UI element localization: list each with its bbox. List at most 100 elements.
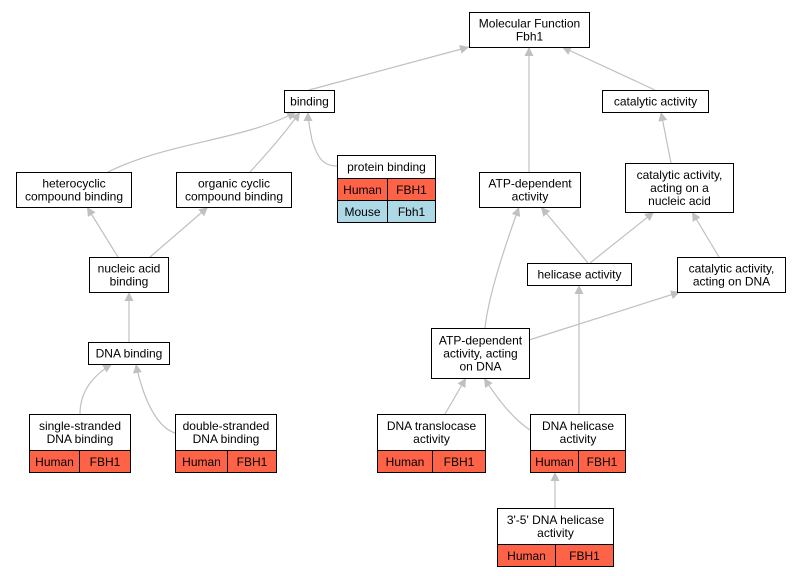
node-label-line: compound binding [25,190,123,204]
node-catalytic-activity-on-dna[interactable]: catalytic activity,acting on DNA [677,257,786,293]
node-label-line: DNA binding [47,432,114,446]
edge-binding-to-molecular-function [308,44,470,91]
node-label-line: heterocyclic [42,177,105,191]
node-catalytic-activity[interactable]: catalytic activity [602,90,709,113]
node-binding[interactable]: binding [284,90,335,113]
node-helicase-activity[interactable]: helicase activity [527,263,632,286]
node-box [89,257,169,293]
node-box [677,257,786,293]
edge-atp-dependent-activity-on-dna-to-atp-dependent-activity [484,206,521,329]
gene-cell [387,200,436,223]
node-box [431,328,530,379]
edge-catalytic-activity-on-nucleic-acid-to-catalytic-activity [658,111,672,164]
node-label-line: activity [537,526,574,540]
node-label-line: organic cyclic [198,177,270,191]
node-label-line: catalytic activity, [637,168,723,182]
node-label-line: compound binding [185,190,283,204]
edges-layer [79,44,720,508]
node-label-line: Molecular Function [479,17,580,31]
edge-nucleic-acid-binding-to-organic-cyclic-compound-binding [149,206,209,258]
species-label: Human [386,455,425,469]
node-box [16,172,132,208]
node-label-line: acting on DNA [693,275,770,289]
node-label-line: acting on a [650,181,709,195]
edge-dna-helicase-activity-to-atp-dependent-activity-on-dna [483,377,531,431]
node-label-line: single-stranded [39,419,121,433]
gene-cell [555,544,614,567]
node-label-line: activity, acting [443,347,517,361]
node-label-line: helicase activity [537,268,621,282]
node-label-line: ATP-dependent [488,177,572,191]
node-label-line: DNA translocase [387,419,477,433]
node-label-line: activity [413,432,450,446]
node-label-line: activity [512,190,549,204]
gene-label: FBH1 [90,455,121,469]
gene-cell [432,450,486,473]
gene-label: Fbh1 [398,205,426,219]
edge-catalytic-activity-to-molecular-function [561,46,656,91]
node-label-line: DNA helicase [542,419,614,433]
species-label: Human [343,183,382,197]
node-label-line: binding [290,95,329,109]
species-label: Mouse [344,205,380,219]
node-box [469,12,590,48]
node-box [602,90,709,113]
node-label-line: binding [110,275,149,289]
node-label-line: nucleic acid [98,262,161,276]
gene-cell [578,450,626,473]
gene-cell [227,450,277,473]
edge-nucleic-acid-binding-to-heterocyclic-compound-binding [86,206,119,258]
gene-cell [79,450,131,473]
gene-label: FBH1 [396,183,427,197]
node-label-line: on DNA [459,360,501,374]
node-label-line: activity [560,432,597,446]
edge-organic-cyclic-compound-binding-to-binding [249,111,301,173]
gene-label: FBH1 [444,455,475,469]
node-box [284,90,335,113]
species-label: Human [182,455,221,469]
node-label-line: 3'-5' DNA helicase [507,513,605,527]
edge-protein-binding-to-binding [303,111,338,167]
edge-atp-dependent-activity-on-dna-to-catalytic-activity-on-dna [528,290,681,341]
node-label-line: catalytic activity [614,95,697,109]
node-label-line: DNA binding [96,347,163,361]
node-label-line: catalytic activity, [689,262,775,276]
gene-label: FBH1 [237,455,268,469]
gene-label: FBH1 [587,455,618,469]
species-label: Human [35,455,74,469]
edge-helicase-activity-to-atp-dependent-activity [540,206,589,264]
node-label-line: double-stranded [183,419,270,433]
gene-label: FBH1 [569,549,600,563]
node-label-line: protein binding [347,160,426,174]
node-label-line: DNA binding [193,432,260,446]
node-box [625,163,734,213]
node-label-line: ATP-dependent [439,334,523,348]
species-label: Human [535,455,574,469]
node-box [176,172,292,208]
node-label-line: nucleic acid [648,194,711,208]
node-box [527,263,632,286]
edge-heterocyclic-compound-binding-to-binding [107,111,297,173]
node-dna-binding[interactable]: DNA binding [88,342,170,365]
edge-single-stranded-dna-binding-to-dna-binding [79,363,113,415]
edge-catalytic-activity-on-dna-to-catalytic-activity-on-nucleic-acid [691,211,720,258]
species-label: Human [507,549,546,563]
edge-double-stranded-dna-binding-to-dna-binding [133,363,176,434]
node-box [479,172,581,208]
edge-dna-translocase-activity-to-atp-dependent-activity-on-dna [444,377,467,415]
node-box [88,342,170,365]
